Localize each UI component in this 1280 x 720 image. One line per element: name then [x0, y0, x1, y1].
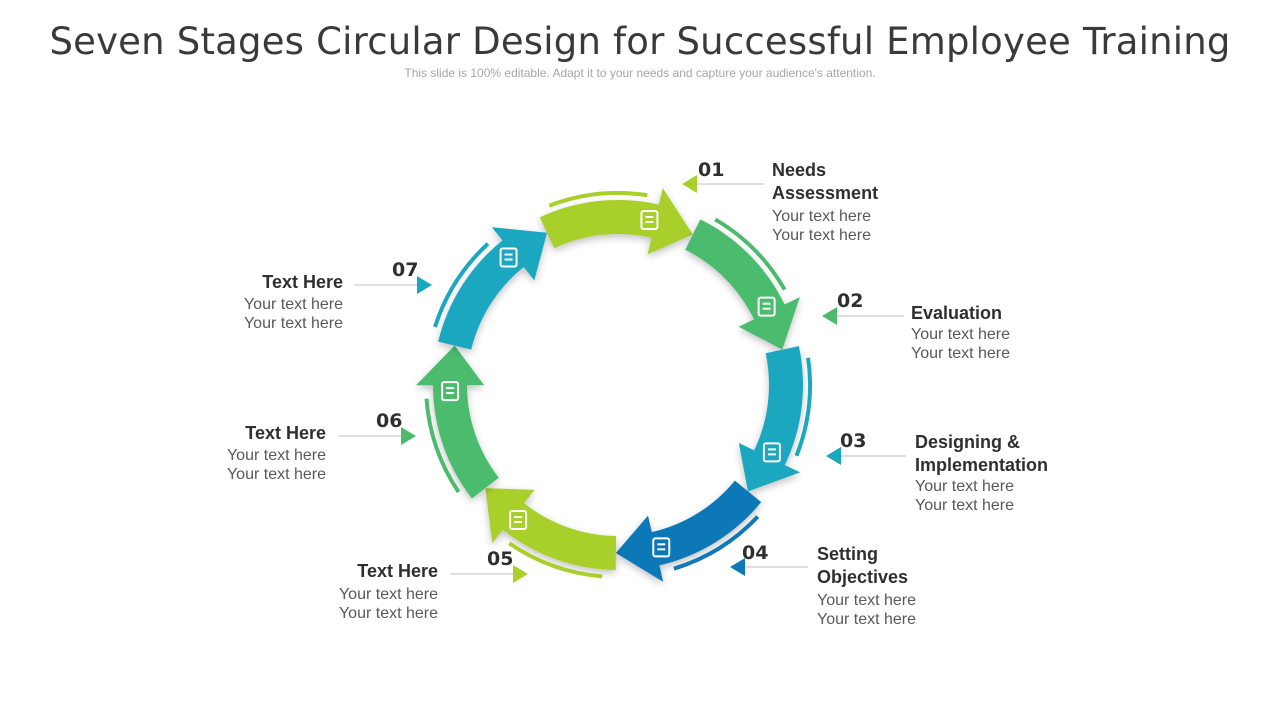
stage-3-pointer — [826, 447, 906, 465]
stage-1-desc-line-2: Your text here — [772, 227, 872, 244]
evaluation-report-icon — [757, 296, 776, 317]
briefcase-icon — [441, 381, 460, 402]
stage-2-desc-line-2: Your text here — [911, 345, 1011, 362]
stage-3-title-line-2: Implementation — [915, 455, 1049, 475]
presentation-board-icon — [499, 247, 518, 268]
stage-7-number: 07 — [392, 259, 419, 281]
stage-1-pointer — [682, 175, 764, 193]
stage-6-number: 06 — [376, 410, 403, 432]
slide-subtitle: This slide is 100% editable. Adapt it to… — [404, 66, 876, 80]
stage-7-desc-line-2: Your text here — [243, 315, 343, 332]
stage-3-description: Your text here Your text here — [915, 477, 1014, 515]
stage-1-description: Your text here Your text here — [772, 207, 871, 245]
stage-3-desc-line-1: Your text here — [915, 478, 1015, 495]
stage-5-arrow — [485, 488, 617, 579]
stage-1-title-line-2: Assessment — [772, 183, 879, 203]
stage-3-number: 03 — [840, 430, 867, 452]
stage-7-title-line-1: Text Here — [262, 272, 343, 292]
stage-4-description: Your text here Your text here — [817, 591, 916, 629]
stage-2-arrow — [685, 217, 800, 350]
stage-6-arrow — [416, 345, 499, 499]
stage-6-description: Your text here Your text here — [176, 446, 326, 484]
stage-2-description: Your text here Your text here — [911, 325, 1010, 363]
target-icon — [652, 537, 671, 558]
stage-5-title: Text Here — [288, 560, 438, 583]
stage-4-title: Setting Objectives — [817, 543, 908, 589]
stage-5-number: 05 — [487, 548, 514, 570]
stage-6-title-line-1: Text Here — [245, 423, 326, 443]
hand-gear-icon — [509, 510, 528, 531]
stage-1-title-line-1: Needs — [772, 160, 827, 180]
stage-7-desc-line-1: Your text here — [243, 296, 343, 313]
stage-4-desc-line-2: Your text here — [817, 611, 917, 628]
stage-2-desc-line-1: Your text here — [911, 326, 1011, 343]
stage-7-description: Your text here Your text here — [193, 295, 343, 333]
stage-3-arrow — [738, 346, 812, 492]
stage-6-desc-line-2: Your text here — [226, 466, 326, 483]
stage-4-pointer — [730, 558, 808, 576]
stage-2-title-line-1: Evaluation — [911, 303, 1003, 323]
stage-1-title: Needs Assessment — [772, 159, 878, 205]
stage-7-pointer — [354, 276, 432, 294]
stage-4-title-line-2: Objectives — [817, 567, 909, 587]
stage-7-arrow — [433, 227, 548, 350]
stage-5-desc-line-2: Your text here — [338, 605, 438, 622]
stage-5-desc-line-1: Your text here — [338, 586, 438, 603]
stage-4-number: 04 — [742, 542, 769, 564]
stage-4-arrow — [615, 480, 762, 582]
stage-6-desc-line-1: Your text here — [226, 447, 326, 464]
slide-title: Seven Stages Circular Design for Success… — [49, 20, 1231, 63]
stage-3-title-line-1: Designing & — [915, 432, 1021, 452]
stage-2-title: Evaluation — [911, 302, 1002, 325]
checklist-icon — [640, 209, 659, 230]
stage-3-desc-line-2: Your text here — [915, 497, 1015, 514]
stage-2-pointer — [822, 307, 904, 325]
stage-6-pointer — [338, 427, 416, 445]
stage-7-title: Text Here — [193, 271, 343, 294]
stage-2-number: 02 — [837, 290, 864, 312]
stage-3-title: Designing & Implementation — [915, 431, 1048, 477]
stage-1-number: 01 — [698, 159, 725, 181]
stage-4-title-line-1: Setting — [817, 544, 878, 564]
stage-5-title-line-1: Text Here — [357, 561, 438, 581]
stage-6-title: Text Here — [176, 422, 326, 445]
stage-1-arrow — [539, 188, 693, 255]
stage-5-pointer — [450, 565, 528, 583]
stage-4-desc-line-1: Your text here — [817, 592, 917, 609]
design-gears-icon — [762, 442, 781, 463]
stage-5-description: Your text here Your text here — [288, 585, 438, 623]
stage-1-desc-line-1: Your text here — [772, 208, 872, 225]
